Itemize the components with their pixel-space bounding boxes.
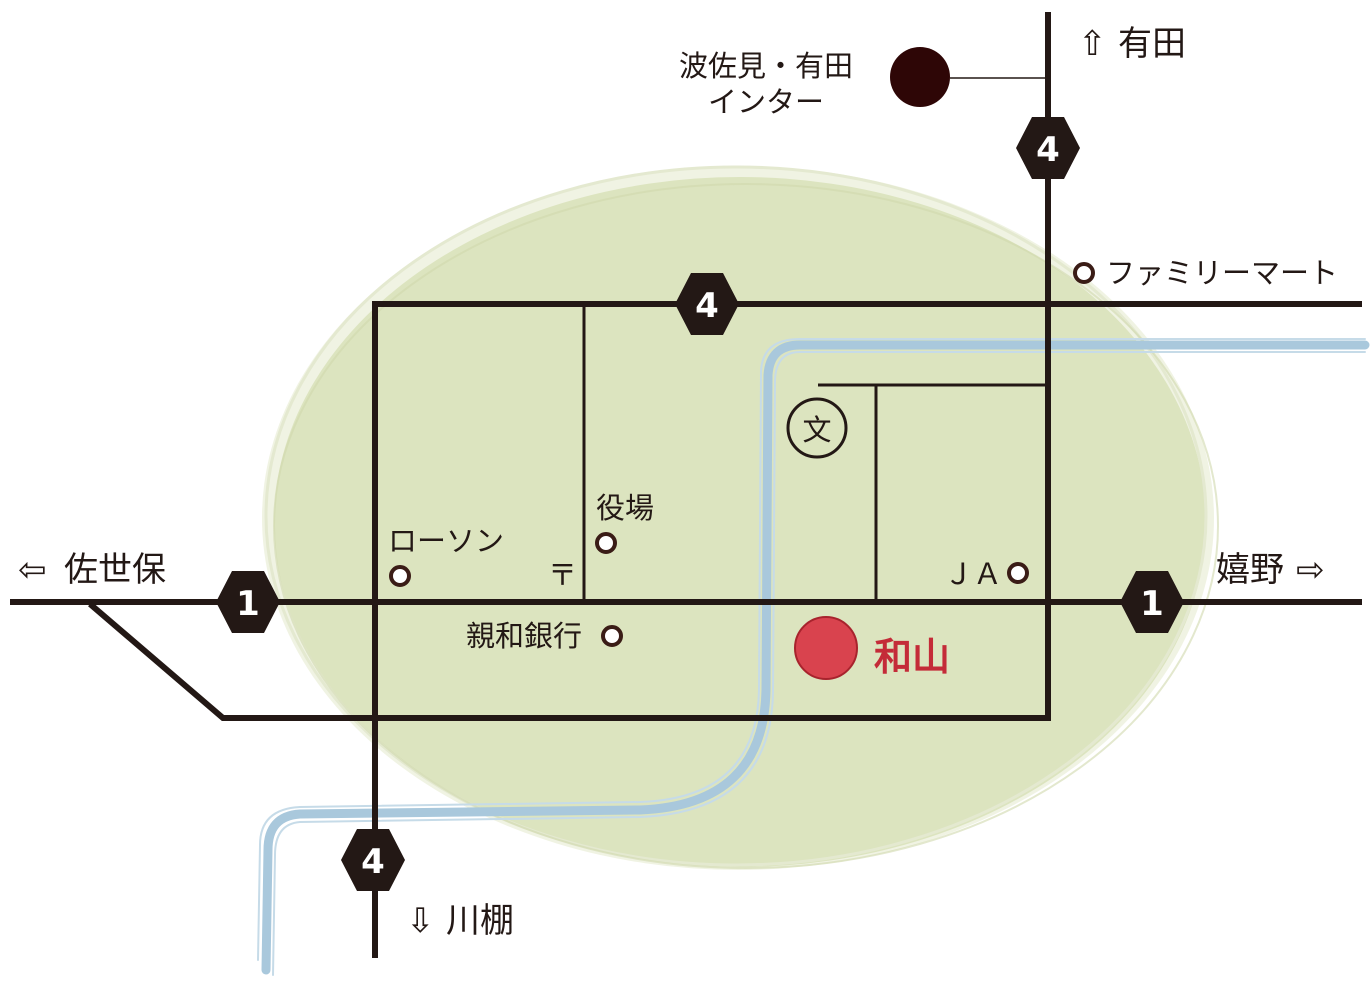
ja-landmark: ＪＡ — [944, 557, 1029, 591]
school-symbol: 文 — [802, 413, 831, 447]
route-number: 4 — [1036, 130, 1060, 170]
school-icon — [786, 397, 848, 459]
lawson-landmark: ローソン — [388, 524, 504, 587]
interchange-label-line2: インター — [708, 85, 824, 119]
route-shield-4-south: 4 — [341, 829, 405, 891]
route-shield-4-north: 4 — [1016, 117, 1080, 179]
family-mart-landmark: ファミリーマート — [1073, 256, 1338, 290]
shinwa-bank-label: 親和銀行 — [466, 619, 582, 653]
north-destination: 有田 — [1118, 24, 1186, 64]
route-4-loop — [372, 301, 1362, 958]
east-arrow-icon: ⇨ — [1296, 550, 1325, 590]
south-arrow-icon: ⇩ — [406, 901, 435, 941]
route-number: 4 — [695, 286, 719, 326]
north-arrow-icon: ⇧ — [1078, 24, 1107, 64]
east-destination: 嬉野 — [1216, 550, 1284, 590]
route-shield-1-west: 1 — [216, 571, 280, 633]
river — [257, 338, 1370, 976]
route-number: 1 — [236, 584, 260, 624]
lawson-label: ローソン — [388, 524, 504, 558]
destination-pin-icon — [794, 616, 858, 680]
interchange-marker — [890, 47, 950, 107]
route-number: 4 — [361, 842, 385, 882]
route-shield-4-center: 4 — [675, 273, 739, 335]
west-arrow-icon: ⇦ — [18, 550, 47, 590]
ja-label: ＪＡ — [944, 557, 1002, 591]
post-office-icon: 〒 — [548, 558, 577, 592]
family-mart-label: ファミリーマート — [1106, 256, 1338, 290]
west-destination: 佐世保 — [64, 550, 166, 590]
shinwa-bank-landmark: 親和銀行 — [466, 619, 623, 653]
school-landmark: 文 — [786, 397, 848, 459]
south-road — [88, 601, 1051, 721]
destination-label: 和山 — [874, 635, 950, 679]
town-office-label: 役場 — [596, 491, 654, 525]
destination-marker: 和山 — [794, 616, 950, 680]
south-destination: 川棚 — [446, 901, 514, 941]
interchange-label-line1: 波佐見・有田 — [679, 49, 853, 83]
route-number: 1 — [1140, 584, 1164, 624]
town-office-landmark: 役場 — [595, 491, 654, 554]
route-shield-1-east: 1 — [1120, 571, 1184, 633]
